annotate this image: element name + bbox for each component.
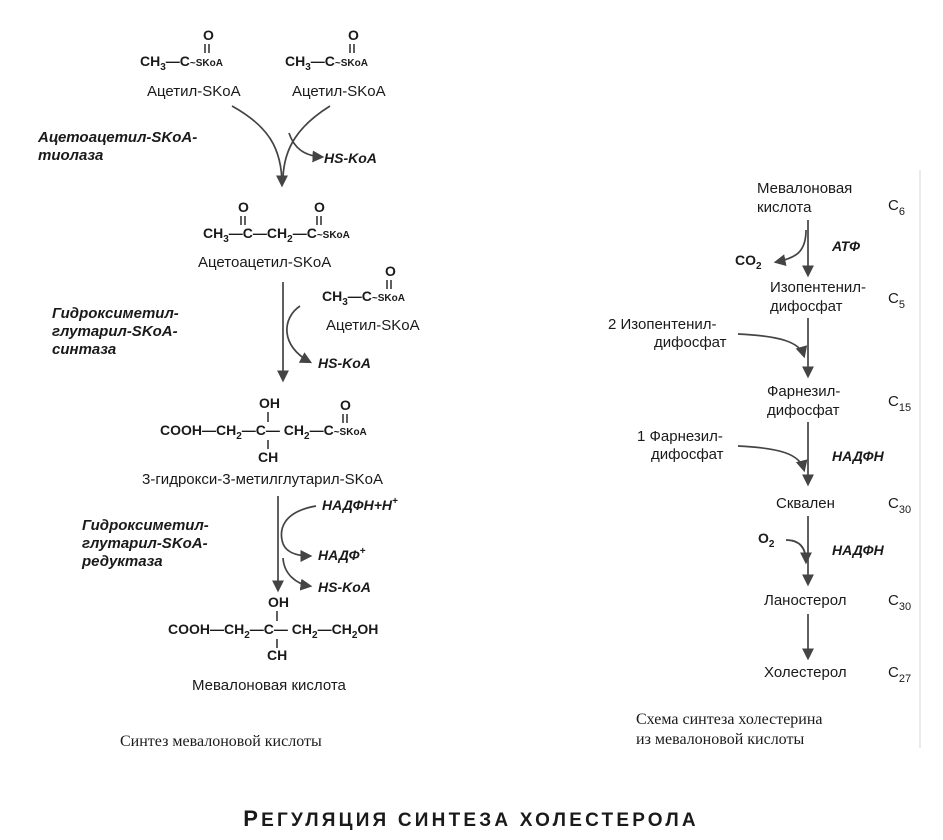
- right-caption-line2: из мевалоновой кислоты: [636, 731, 804, 748]
- enzyme-synthase-line2: глутарил-SKoA-: [52, 323, 178, 340]
- nadph-input-arrow: [280, 505, 317, 541]
- enzyme-thiolase-line2: тиолаза: [38, 147, 103, 164]
- hs-koa-release-arrow-2: [286, 305, 313, 364]
- acetyl-coa-right-name: Ацетил-SKoA: [292, 83, 386, 100]
- ch3-text: CH3—C~SKoA: [322, 288, 405, 308]
- oxygen-text: O: [203, 27, 214, 43]
- oxygen-text: O: [348, 27, 359, 43]
- enzyme-reductase-line1: Гидроксиметил-: [82, 517, 209, 534]
- hydroxyl-text: OH: [259, 395, 280, 411]
- co2-label: CO2: [735, 252, 762, 272]
- nadph-label-1: НАДФН: [832, 448, 885, 464]
- nadp-output-arrow: [281, 539, 313, 562]
- acetyl-coa-left-formula: CH3—C~SKoA O: [140, 27, 223, 73]
- oxygen-text: O: [385, 263, 396, 279]
- hmg-coa-formula: COOH—CH2—C— CH2—C~SKoA OH CH O: [160, 395, 367, 465]
- hydroxyl-text: OH: [268, 594, 289, 610]
- acetoacetyl-coa-name: Ацетоацетил-SKoA: [198, 254, 331, 271]
- enzyme-reductase-line3: редуктаза: [81, 553, 163, 570]
- ch3-text: CH3—C~SKoA: [140, 53, 223, 73]
- acetyl-coa-right-formula: CH3—C~SKoA O: [285, 27, 368, 73]
- ipp2-line2: дифосфат: [654, 334, 727, 351]
- acetyl-coa-left-name: Ацетил-SKoA: [147, 83, 241, 100]
- atp-label: АТФ: [831, 238, 860, 254]
- hs-koa-label-1: HS-KoA: [324, 150, 377, 166]
- right-caption-line1: Схема синтеза холестерина: [636, 711, 823, 728]
- fpp-line1: Фарнезил-: [767, 383, 840, 400]
- ch3-text: CH3—C—CH2—C~SKoA: [203, 225, 350, 245]
- mevalonic-acid-line2: кислота: [757, 199, 812, 216]
- o2-input-arrow: [785, 539, 812, 565]
- hmg-main-chain: COOH—CH2—C— CH2—C~SKoA: [160, 422, 367, 442]
- nadph-label-2: НАДФН: [832, 542, 885, 558]
- ipp2-input-arrow: [737, 333, 808, 359]
- hs-koa-release-arrow-3: [282, 557, 313, 591]
- fpp-line2: дифосфат: [767, 402, 840, 419]
- carbon-count-c30-lanosterol: C30: [888, 592, 911, 613]
- acetoacetyl-coa-formula: CH3—C—CH2—C~SKoA O O: [203, 199, 350, 245]
- carbon-count-c15: C15: [888, 393, 911, 414]
- lanosterol-name: Ланостерол: [764, 592, 846, 609]
- left-caption: Синтез мевалоновой кислоты: [120, 733, 322, 750]
- fpp1-line1: 1 Фарнезил-: [637, 428, 723, 445]
- mevalonate-formula: COOH—CH2—C— CH2—CH2OH OH CH: [168, 594, 378, 663]
- methyl-text: CH: [267, 647, 287, 663]
- hs-koa-label-3: HS-KoA: [318, 579, 371, 595]
- carbon-count-c5: C5: [888, 290, 905, 311]
- oxygen-text: O: [314, 199, 325, 215]
- fpp1-input-arrow: [737, 445, 808, 473]
- converge-arrow-left: [231, 105, 288, 188]
- section-title: РЕГУЛЯЦИЯ СИНТЕЗА ХОЛЕСТЕРОЛА: [243, 806, 699, 831]
- mevalonate-name: Мевалоновая кислота: [192, 677, 347, 694]
- ipp-line2: дифосфат: [770, 298, 843, 315]
- nadp-label: НАДФ+: [318, 546, 366, 563]
- enzyme-synthase-line1: Гидроксиметил-: [52, 305, 179, 322]
- cholesterol-name: Холестерол: [764, 664, 847, 681]
- nadph-h-label: НАДФН+Н+: [322, 496, 398, 513]
- ch3-text: CH3—C~SKoA: [285, 53, 368, 73]
- mevalonate-main-chain: COOH—CH2—C— CH2—CH2OH: [168, 621, 378, 641]
- o2-label: O2: [758, 530, 775, 550]
- hmg-coa-name: 3-гидрокси-3-метилглутарил-SKoA: [142, 471, 383, 488]
- enzyme-thiolase-line1: Ацетоацетил-SKoA-: [37, 129, 197, 146]
- carbon-count-c27: C27: [888, 664, 911, 685]
- acetyl-coa-cosubstrate-name: Ацетил-SKoA: [326, 317, 420, 334]
- mevalonic-acid-line1: Мевалоновая: [757, 180, 852, 197]
- squalene-name: Сквален: [776, 495, 835, 512]
- ipp2-line1: 2 Изопентенил-: [608, 316, 717, 333]
- oxygen-text: O: [238, 199, 249, 215]
- methyl-text: CH: [258, 449, 278, 465]
- ipp-line1: Изопентенил-: [770, 279, 866, 296]
- oxygen-text: O: [340, 397, 351, 413]
- converge-arrow-right: [282, 105, 331, 179]
- carbon-count-c30-squalene: C30: [888, 495, 911, 516]
- hs-koa-release-arrow: [288, 132, 325, 163]
- enzyme-reductase-line2: глутарил-SKoA-: [82, 535, 208, 552]
- acetyl-coa-cosubstrate-formula: CH3—C~SKoA O: [322, 263, 405, 308]
- hs-koa-label-2: HS-KoA: [318, 355, 371, 371]
- enzyme-synthase-line3: синтаза: [52, 341, 116, 358]
- co2-release-arrow: [773, 229, 807, 266]
- carbon-count-c6: C6: [888, 197, 905, 218]
- fpp1-line2: дифосфат: [651, 446, 724, 463]
